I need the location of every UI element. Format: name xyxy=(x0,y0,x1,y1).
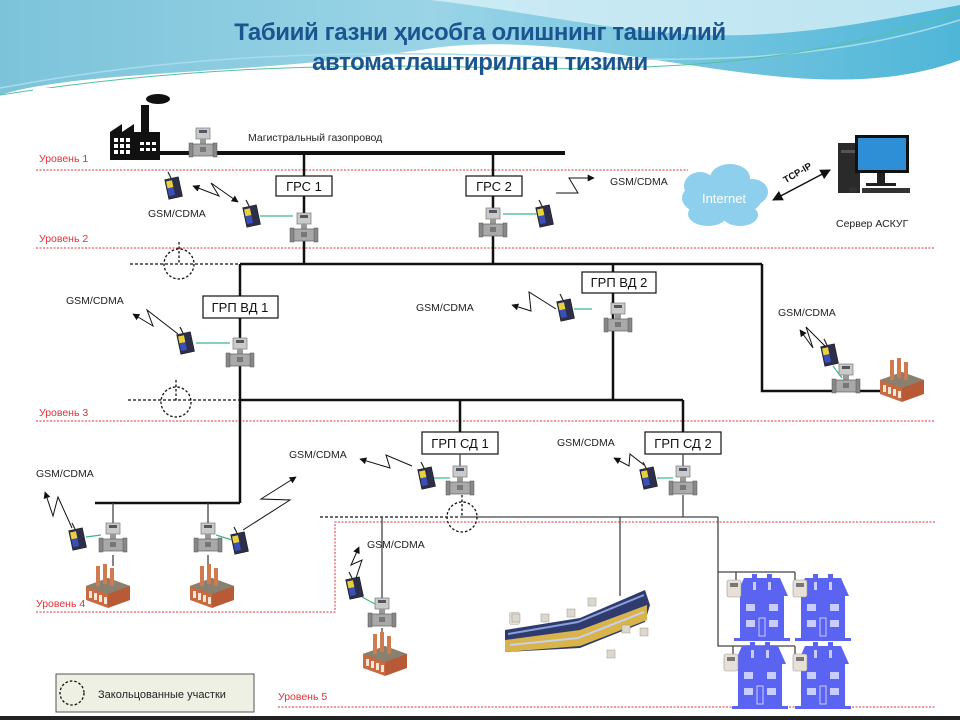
title-line-1: Табиий газни ҳисобга олишнинг ташкилий xyxy=(234,19,726,46)
gsm-signal xyxy=(799,326,827,349)
grs1-label: ГРС 1 xyxy=(286,179,322,194)
gsm-label: GSM/CDMA xyxy=(610,176,668,188)
legend-looped-sections-label: Закольцованные участки xyxy=(98,689,226,701)
looped-section-icon xyxy=(446,494,478,533)
grp-sd2-label: ГРП СД 2 xyxy=(654,436,711,451)
gsm-label: GSM/CDMA xyxy=(66,295,124,307)
house-icon xyxy=(733,573,791,642)
main-flow-meter-icon xyxy=(188,127,218,158)
household-meter-icon xyxy=(726,579,742,598)
tcp-ip-link[interactable] xyxy=(772,169,831,201)
factory-icon xyxy=(880,358,924,402)
level-2-label: Уровень 2 xyxy=(39,233,88,245)
modem-icon xyxy=(345,571,365,600)
slide-title: Табиий газни ҳисобга олишнинг ташкилий а… xyxy=(0,18,960,78)
internet-label: Internet xyxy=(702,191,746,206)
modem-icon xyxy=(820,338,840,367)
legend xyxy=(55,673,255,713)
level-lines xyxy=(36,169,935,708)
factory-icon xyxy=(363,632,407,676)
house-icon xyxy=(794,641,852,710)
apartment-building-icon xyxy=(505,590,650,652)
looped-section-lines xyxy=(128,263,240,401)
modem-icon xyxy=(164,171,184,200)
server-label: Сервер АСКУГ xyxy=(836,218,909,230)
gsm-label: GSM/CDMA xyxy=(557,437,615,449)
grp-sd1-label: ГРП СД 1 xyxy=(431,436,488,451)
looped-section-icon xyxy=(160,379,192,418)
modem-icon xyxy=(230,526,250,555)
gsm-signal xyxy=(350,546,363,579)
modem-icon xyxy=(639,461,659,490)
level-4-line xyxy=(36,521,935,613)
grs2-meter-icon xyxy=(478,207,508,238)
header-background xyxy=(0,0,960,100)
meter-icon xyxy=(193,522,223,553)
modem-icon xyxy=(176,326,196,355)
gsm-signal xyxy=(511,291,557,312)
grp-sd1-meter-icon xyxy=(445,465,475,496)
meter-icon xyxy=(98,522,128,553)
gas-source-factory-icon xyxy=(110,94,170,160)
grs2-box[interactable] xyxy=(465,175,523,197)
gsm-signal xyxy=(556,174,595,194)
grp-sd2-meter-icon xyxy=(668,465,698,496)
title-line-2: автоматлаштирилган тизими xyxy=(312,49,648,76)
gsm-label: GSM/CDMA xyxy=(289,449,347,461)
gsm-signal xyxy=(132,308,179,335)
looped-section-icon xyxy=(163,241,195,280)
data-link xyxy=(85,534,102,538)
grp-vd1-box[interactable] xyxy=(202,295,279,319)
grs1-meter-icon xyxy=(289,212,319,243)
apartment-meter-icons xyxy=(511,597,649,659)
internet-cloud-icon xyxy=(682,164,768,226)
tcp-ip-label: TCP-IP xyxy=(782,161,815,186)
grs1-box[interactable] xyxy=(275,175,333,197)
meter-icon xyxy=(831,363,861,394)
household-meter-icon xyxy=(723,653,739,672)
grs2-label: ГРС 2 xyxy=(476,179,512,194)
modem-icon xyxy=(535,199,555,228)
data-link xyxy=(361,596,376,605)
factory-icon xyxy=(190,564,234,608)
grp-vd2-meter-icon xyxy=(603,302,633,333)
house-icon xyxy=(731,641,789,710)
level-1-label: Уровень 1 xyxy=(39,153,88,165)
grp-vd2-label: ГРП ВД 2 xyxy=(591,275,648,290)
level-4-label: Уровень 4 xyxy=(36,598,85,610)
modem-icon xyxy=(242,199,262,228)
grp-vd2-box[interactable] xyxy=(581,271,657,294)
main-pipeline-label: Магистральный газопровод xyxy=(248,132,382,144)
modem-icon xyxy=(417,461,437,490)
data-link xyxy=(215,534,233,541)
gsm-label: GSM/CDMA xyxy=(148,208,206,220)
household-meter-icon xyxy=(792,579,808,598)
server-computer-icon[interactable] xyxy=(838,135,910,193)
level-3-label: Уровень 3 xyxy=(39,407,88,419)
level4-pipes xyxy=(112,503,209,566)
gsm-signal xyxy=(613,453,645,467)
gsm-label: GSM/CDMA xyxy=(416,302,474,314)
factory-icon xyxy=(86,564,130,608)
grp-vd1-label: ГРП ВД 1 xyxy=(212,300,269,315)
gsm-signal xyxy=(359,454,413,469)
gsm-signal xyxy=(43,491,73,529)
gsm-signal-bidirectional xyxy=(192,182,239,203)
gsm-label: GSM/CDMA xyxy=(36,468,94,480)
gsm-signal xyxy=(242,476,297,531)
gsm-label: GSM/CDMA xyxy=(778,307,836,319)
modem-icon xyxy=(556,293,576,322)
data-link xyxy=(832,365,843,379)
grp-vd1-meter-icon xyxy=(225,337,255,368)
gsm-label: GSM/CDMA xyxy=(367,539,425,551)
looped-section-legend-icon xyxy=(59,680,85,706)
household-meter-icon xyxy=(792,653,808,672)
bottom-border xyxy=(0,716,960,720)
level-5-label: Уровень 5 xyxy=(278,691,327,703)
